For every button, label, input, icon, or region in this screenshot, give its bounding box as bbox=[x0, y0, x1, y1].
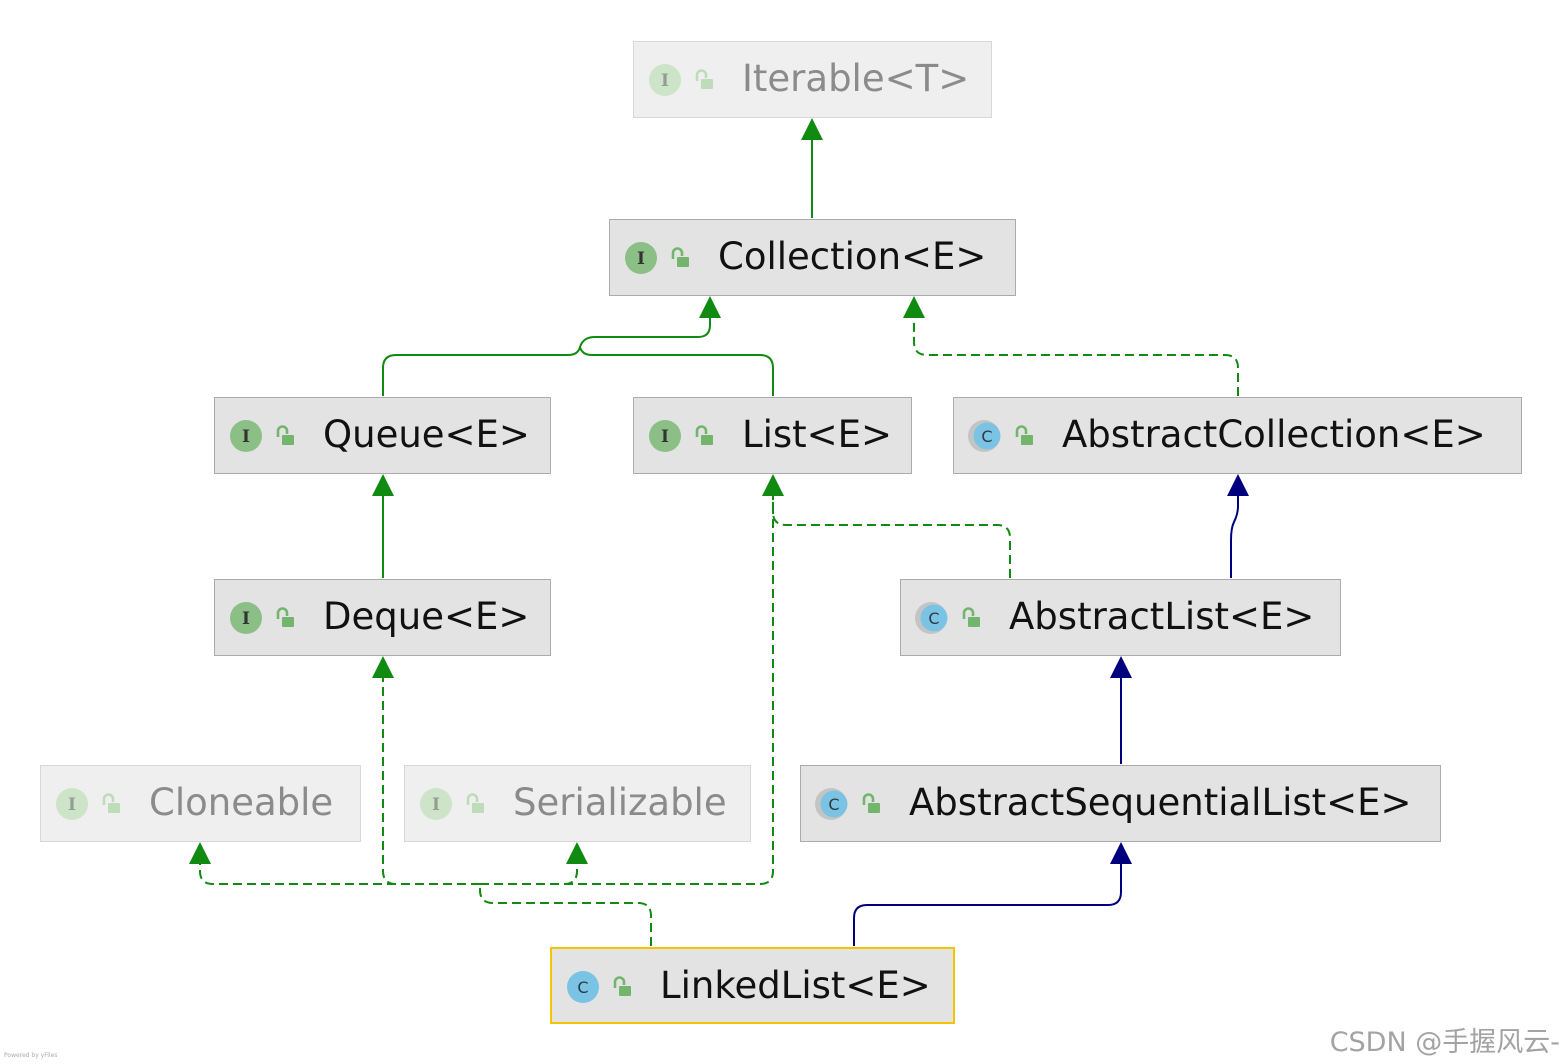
interface-icon: I bbox=[649, 420, 681, 452]
svg-text:C: C bbox=[577, 978, 588, 997]
svg-text:I: I bbox=[68, 795, 76, 815]
svg-text:C: C bbox=[928, 609, 939, 628]
arrowhead bbox=[1110, 842, 1132, 864]
node-iterable[interactable]: I Iterable<T> bbox=[633, 41, 992, 118]
node-label: AbstractList<E> bbox=[1009, 595, 1315, 638]
arrowhead bbox=[1110, 656, 1132, 678]
node-queue[interactable]: I Queue<E> bbox=[214, 397, 551, 474]
interface-icon: I bbox=[56, 788, 88, 820]
abstract-class-icon: C bbox=[815, 788, 848, 820]
svg-text:I: I bbox=[661, 427, 669, 447]
node-abstractcollection[interactable]: C AbstractCollection<E> bbox=[953, 397, 1522, 474]
public-lock-icon bbox=[695, 425, 713, 445]
edge-linkedlist-to-abstractsequentiallist bbox=[853, 864, 1122, 946]
edge-queue-to-collection bbox=[382, 318, 711, 396]
edge-linkedlist-to-serializable bbox=[480, 864, 578, 885]
arrowhead bbox=[566, 842, 588, 864]
edge-linkedlist-to-cloneable bbox=[199, 864, 480, 885]
svg-text:I: I bbox=[637, 249, 645, 269]
arrowhead bbox=[189, 842, 211, 864]
node-linkedlist[interactable]: C LinkedList<E> bbox=[550, 947, 955, 1024]
node-label: AbstractSequentialList<E> bbox=[909, 781, 1412, 824]
svg-text:I: I bbox=[432, 795, 440, 815]
arrowhead bbox=[699, 296, 721, 318]
edge-abstractlist-to-list bbox=[772, 496, 1011, 578]
edge-linkedlist-implements-trunk bbox=[479, 884, 652, 946]
public-lock-icon bbox=[962, 607, 980, 627]
edge-abstractlist-to-abstractcollection bbox=[1230, 496, 1239, 578]
node-collection[interactable]: I Collection<E> bbox=[609, 219, 1016, 296]
interface-icon: I bbox=[649, 64, 681, 96]
public-lock-icon bbox=[102, 793, 120, 813]
node-label: Queue<E> bbox=[323, 413, 530, 456]
interface-icon: I bbox=[230, 420, 262, 452]
node-label: AbstractCollection<E> bbox=[1062, 413, 1486, 456]
svg-text:I: I bbox=[661, 71, 669, 91]
arrowhead bbox=[372, 474, 394, 496]
class-icon: C bbox=[567, 971, 599, 1003]
interface-icon: I bbox=[625, 242, 657, 274]
node-label: Iterable<T> bbox=[742, 57, 970, 100]
arrowhead bbox=[372, 656, 394, 678]
abstract-class-icon: C bbox=[915, 602, 948, 634]
public-lock-icon bbox=[613, 976, 631, 996]
edge-list-to-collection bbox=[579, 346, 774, 396]
node-list[interactable]: I List<E> bbox=[633, 397, 912, 474]
public-lock-icon bbox=[862, 793, 880, 813]
svg-text:I: I bbox=[242, 427, 250, 447]
public-lock-icon bbox=[276, 425, 294, 445]
svg-text:I: I bbox=[242, 609, 250, 629]
interface-icon: I bbox=[420, 788, 452, 820]
public-lock-icon bbox=[671, 247, 689, 267]
public-lock-icon bbox=[276, 607, 294, 627]
svg-text:C: C bbox=[828, 795, 839, 814]
node-serializable[interactable]: I Serializable bbox=[404, 765, 751, 842]
powered-by-credit: Powered by yFiles bbox=[4, 1052, 58, 1059]
public-lock-icon bbox=[695, 69, 713, 89]
svg-text:C: C bbox=[981, 427, 992, 446]
node-label: LinkedList<E> bbox=[660, 964, 931, 1007]
arrowhead bbox=[762, 474, 784, 496]
node-label: List<E> bbox=[742, 413, 893, 456]
node-cloneable[interactable]: I Cloneable bbox=[40, 765, 361, 842]
node-label: Cloneable bbox=[149, 781, 334, 824]
arrowhead bbox=[801, 118, 823, 140]
public-lock-icon bbox=[1015, 425, 1033, 445]
arrowhead bbox=[1227, 474, 1249, 496]
edge-linkedlist-to-deque bbox=[382, 678, 480, 885]
node-deque[interactable]: I Deque<E> bbox=[214, 579, 551, 656]
node-label: Serializable bbox=[513, 781, 727, 824]
node-label: Collection<E> bbox=[718, 235, 987, 278]
interface-icon: I bbox=[230, 602, 262, 634]
abstract-class-icon: C bbox=[968, 420, 1001, 452]
node-abstractlist[interactable]: C AbstractList<E> bbox=[900, 579, 1341, 656]
node-abstractsequentiallist[interactable]: C AbstractSequentialList<E> bbox=[800, 765, 1441, 842]
arrowhead bbox=[903, 296, 925, 318]
edge-abstractcollection-to-collection bbox=[913, 318, 1239, 396]
node-label: Deque<E> bbox=[323, 595, 530, 638]
watermark: CSDN @手握风云- bbox=[1329, 1027, 1560, 1058]
edge-linkedlist-to-list bbox=[480, 496, 774, 885]
public-lock-icon bbox=[466, 793, 484, 813]
